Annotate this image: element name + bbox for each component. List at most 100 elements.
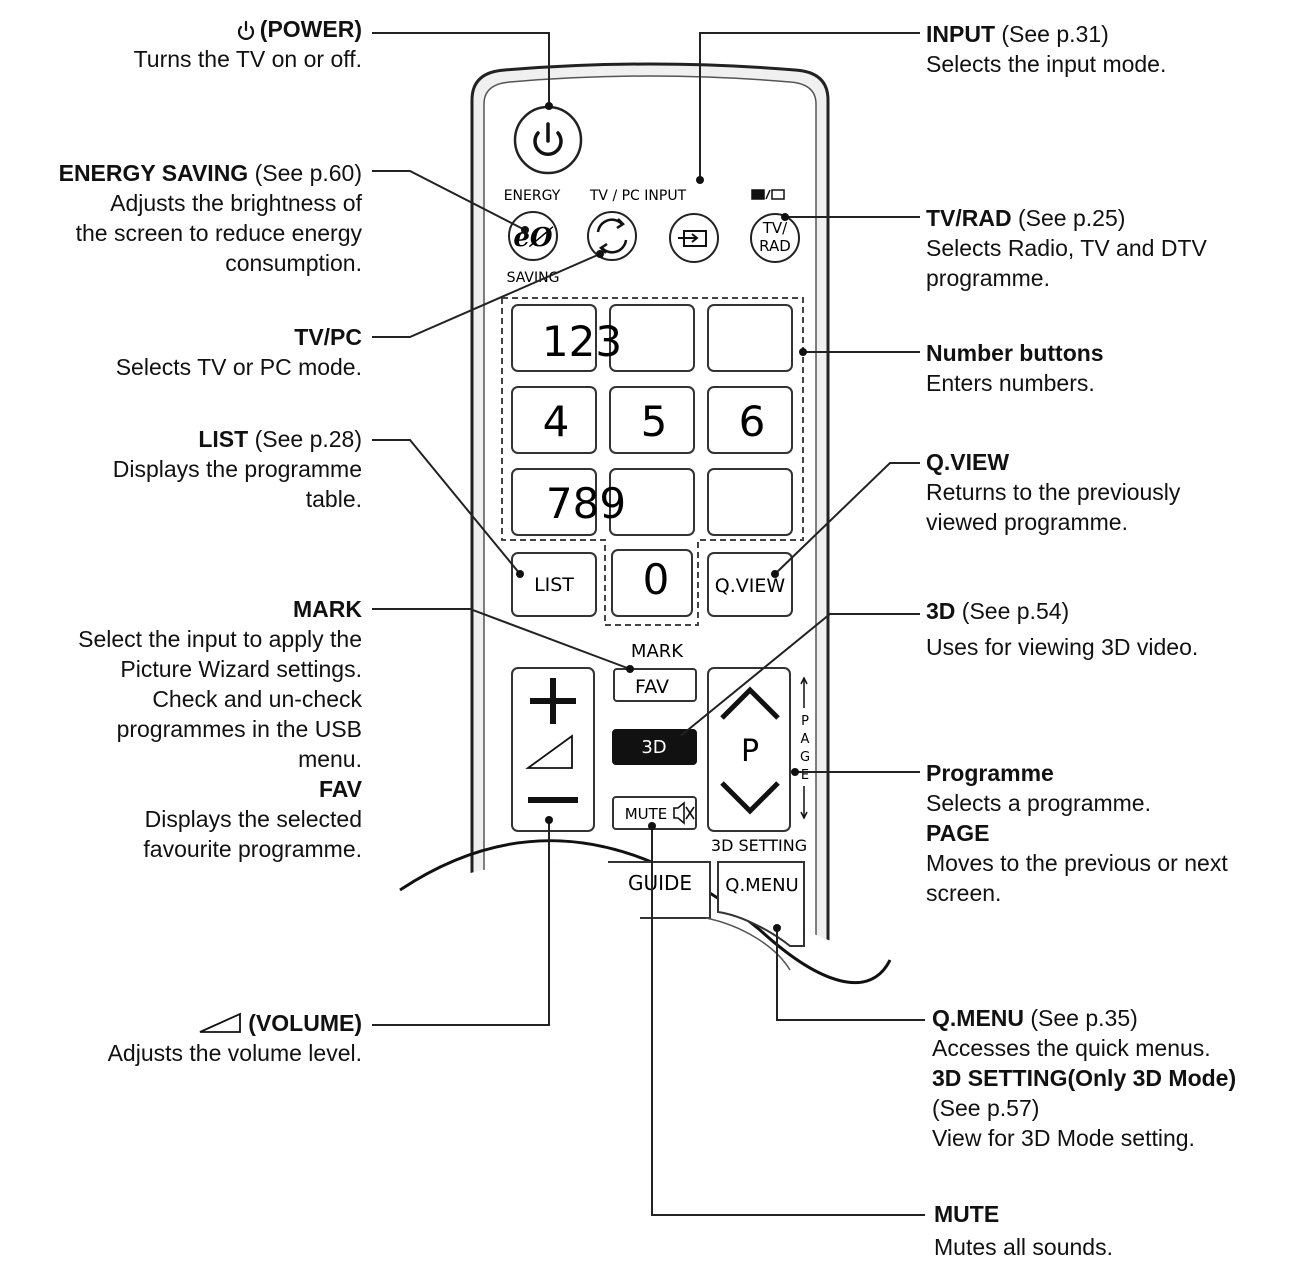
number-key-123-label: 123 xyxy=(542,317,622,366)
leader-lines xyxy=(372,32,925,1216)
energy-desc-3: consumption. xyxy=(225,250,362,276)
leader-energy xyxy=(372,170,526,231)
callout-power: (POWER) Turns the TV on or off. xyxy=(134,14,362,74)
number-key-789-label: 789 xyxy=(546,479,626,528)
guide-button-label: GUIDE xyxy=(628,871,692,895)
number-key-row3-right[interactable] xyxy=(707,468,793,536)
threed-title: 3D xyxy=(926,598,956,624)
power-desc: Turns the TV on or off. xyxy=(133,46,362,72)
qmenu-desc: Accesses the quick menus. xyxy=(932,1035,1211,1061)
number-key-row3-left[interactable] xyxy=(511,468,597,536)
fav-button[interactable]: FAV xyxy=(613,668,697,702)
leader-list xyxy=(372,439,521,575)
qview-title: Q.VIEW xyxy=(926,449,1010,475)
callout-tvrad: TV/RAD (See p.25) Selects Radio, TV and … xyxy=(926,203,1207,293)
callout-qmenu-3dsetting: Q.MENU (See p.35) Accesses the quick men… xyxy=(932,1003,1236,1153)
tvpc-desc: Selects TV or PC mode. xyxy=(115,354,362,380)
fav-desc-1: Displays the selected xyxy=(144,806,362,832)
mute-desc: Mutes all sounds. xyxy=(934,1234,1113,1260)
volume-up-icon xyxy=(530,678,576,724)
leader-input xyxy=(699,32,920,180)
threed-ref: (See p.54) xyxy=(961,598,1070,624)
number-key-row3-mid[interactable] xyxy=(609,468,695,536)
leader-qview xyxy=(774,462,920,575)
threed-setting-desc-2: View for 3D Mode setting. xyxy=(932,1125,1195,1151)
threed-button-label: 3D xyxy=(641,737,666,758)
threed-button[interactable]: 3D xyxy=(612,729,697,765)
page-title: PAGE xyxy=(926,820,990,846)
callout-mark-fav: MARK Select the input to apply the Pictu… xyxy=(78,594,362,864)
tvrad-ref: (See p.25) xyxy=(1018,205,1126,231)
volume-rocker[interactable] xyxy=(511,667,595,832)
mute-title: MUTE xyxy=(934,1201,1000,1227)
leader-mute xyxy=(651,826,925,1216)
list-title: LIST xyxy=(198,426,249,452)
threed-desc: Uses for viewing 3D video. xyxy=(926,634,1199,660)
energy-ref: (See p.60) xyxy=(254,160,362,186)
tvrad-desc-1: Selects Radio, TV and DTV xyxy=(926,235,1207,261)
mark-label: MARK xyxy=(631,641,684,662)
tvpc-input-label: TV / PC INPUT xyxy=(589,188,687,204)
qmenu-button[interactable]: Q.MENU xyxy=(717,861,805,947)
callout-qview: Q.VIEW Returns to the previously viewed … xyxy=(926,447,1180,537)
number-key-row1-left[interactable] xyxy=(511,304,597,372)
qmenu-title: Q.MENU xyxy=(932,1005,1024,1031)
qview-button-label: Q.VIEW xyxy=(715,575,786,597)
qview-desc-1: Returns to the previously xyxy=(926,479,1181,505)
power-button[interactable] xyxy=(513,105,583,175)
guide-button[interactable]: GUIDE xyxy=(608,861,711,919)
number-key-5[interactable]: 5 xyxy=(609,386,695,454)
mark-desc-5: menu. xyxy=(298,746,362,772)
page-desc-1: Moves to the previous or next xyxy=(926,850,1228,876)
number-key-6-label: 6 xyxy=(739,397,766,446)
energy-saving-button[interactable]: eØ xyxy=(508,211,558,261)
chevron-down-icon xyxy=(720,781,780,815)
callout-list: LIST (See p.28) Displays the programme t… xyxy=(113,424,362,514)
fav-title: FAV xyxy=(318,776,362,802)
mute-speaker-icon xyxy=(673,801,695,825)
tvrad-button-line2: RAD xyxy=(759,237,791,255)
power-icon xyxy=(236,17,256,40)
number-key-0[interactable]: 0 xyxy=(611,549,693,617)
mute-button-label: MUTE xyxy=(625,805,668,823)
leader-power xyxy=(372,32,550,106)
list-desc-2: table. xyxy=(305,486,362,512)
tvrad-button-line1: TV/ xyxy=(762,219,788,237)
qview-button[interactable]: Q.VIEW xyxy=(707,552,793,617)
number-key-6[interactable]: 6 xyxy=(707,386,793,454)
tvpc-button[interactable] xyxy=(587,211,637,261)
number-desc: Enters numbers. xyxy=(926,370,1095,396)
leader-tvpc xyxy=(372,253,601,338)
input-desc: Selects the input mode. xyxy=(926,51,1167,77)
energy-desc-2: the screen to reduce energy xyxy=(75,220,362,246)
leader-threed xyxy=(677,613,920,739)
leader-volume xyxy=(372,820,550,1026)
page-desc-2: screen. xyxy=(926,880,1002,906)
number-key-5-label: 5 xyxy=(641,397,668,446)
energy-label: ENERGY xyxy=(504,188,561,204)
mute-button[interactable]: MUTE xyxy=(612,796,697,830)
number-key-0-label: 0 xyxy=(643,555,670,604)
list-ref: (See p.28) xyxy=(254,426,362,452)
number-key-row1-mid[interactable] xyxy=(609,304,695,372)
page-letter-e: E xyxy=(801,768,809,783)
mark-desc-1: Select the input to apply the xyxy=(78,626,362,652)
number-key-4-label: 4 xyxy=(543,397,570,446)
input-icon xyxy=(678,230,707,247)
tvrad-button[interactable]: TV/ RAD xyxy=(750,213,800,263)
leader-qmenu xyxy=(776,928,925,1021)
input-button[interactable] xyxy=(669,213,719,263)
page-letter-g: G xyxy=(800,750,810,765)
mark-desc-3: Check and un-check xyxy=(152,686,362,712)
number-key-4[interactable]: 4 xyxy=(511,386,597,454)
list-button[interactable]: LIST xyxy=(511,552,597,617)
chevron-up-icon xyxy=(720,686,780,720)
programme-rocker[interactable]: P xyxy=(707,667,791,832)
list-desc-1: Displays the programme xyxy=(112,456,362,482)
programme-p-label: P xyxy=(741,734,759,769)
tvpc-title: TV/PC xyxy=(294,324,362,350)
tvpc-cycle-icon xyxy=(596,218,628,254)
input-title: INPUT xyxy=(926,21,995,47)
number-key-row1-right[interactable] xyxy=(707,304,793,372)
